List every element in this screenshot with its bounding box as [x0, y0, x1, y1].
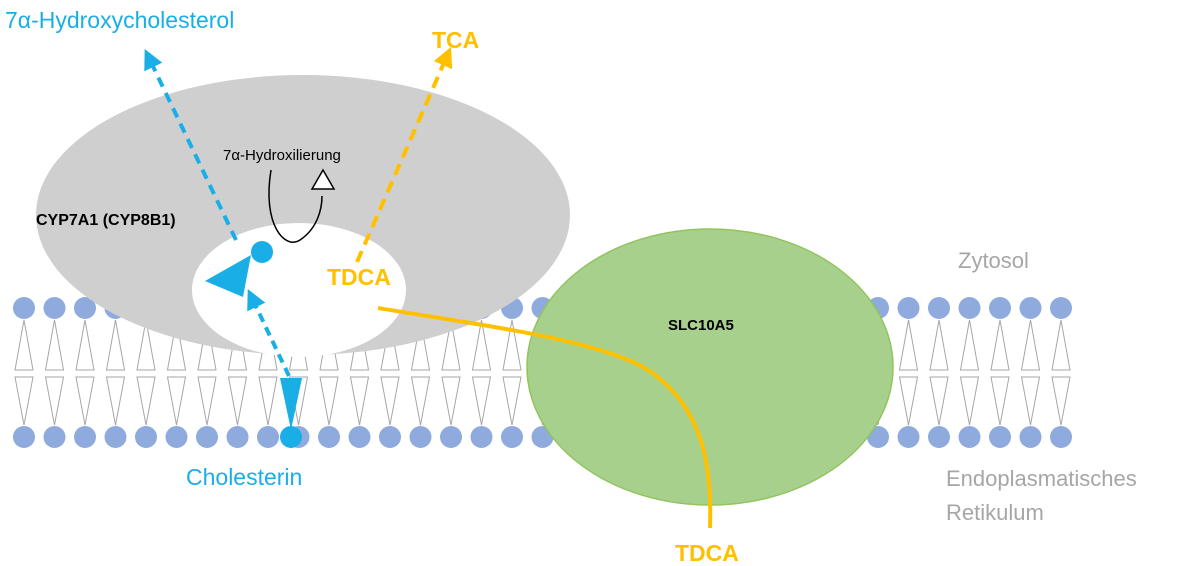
lipid-head-bottom	[1019, 426, 1042, 448]
lipid-head-bottom	[135, 426, 157, 448]
lipid-head-bottom	[897, 426, 920, 448]
lipid-head-bottom	[13, 426, 35, 448]
lipid-tail-bottom	[471, 376, 492, 426]
lipid-tail-top	[471, 319, 492, 371]
lipid-head-top	[1019, 297, 1042, 319]
lipid-tail-top	[105, 319, 126, 371]
lipid-tail-bottom	[990, 376, 1010, 426]
lipid-tail-top	[166, 319, 187, 371]
lipid-tail-top	[990, 319, 1010, 371]
lipid-head-bottom	[470, 426, 493, 448]
lipid-tail-bottom	[380, 376, 400, 426]
label-tca: TCA	[432, 27, 479, 53]
lipid-head-top	[1050, 297, 1072, 319]
lipid-tail-bottom	[502, 376, 522, 426]
lipid-tail-bottom	[1020, 376, 1041, 426]
lipid-tail-bottom	[410, 376, 431, 426]
lipid-tail-bottom	[227, 376, 248, 426]
lipid-tail-bottom	[105, 376, 126, 426]
lipid-head-bottom	[928, 426, 950, 448]
lipid-head-top	[928, 297, 950, 319]
lipid-head-bottom	[257, 426, 279, 448]
lipid-tail-bottom	[75, 376, 95, 426]
cholesterol-molecule-bound	[205, 241, 273, 297]
lipid-tail-top	[898, 319, 919, 371]
lipid-tail-bottom	[197, 376, 217, 426]
lipid-head-top	[897, 297, 920, 319]
lipid-tail-bottom	[319, 376, 339, 426]
lipid-tail-top	[502, 319, 522, 371]
lipid-head-bottom	[409, 426, 432, 448]
lipid-head-bottom	[440, 426, 462, 448]
lipid-tail-bottom	[929, 376, 949, 426]
lipid-head-bottom	[348, 426, 371, 448]
label-zytosol: Zytosol	[958, 248, 1029, 273]
lipid-head-bottom	[196, 426, 218, 448]
lipid-tail-top	[44, 319, 65, 371]
lipid-tail-bottom	[166, 376, 187, 426]
label-er-line1: Endoplasmatisches	[946, 466, 1137, 491]
label-slc10a5: SLC10A5	[668, 317, 734, 334]
lipid-head-top	[958, 297, 981, 319]
lipid-head-bottom	[165, 426, 188, 448]
lipid-head-bottom	[43, 426, 66, 448]
lipid-tail-bottom	[14, 376, 34, 426]
lipid-tail-bottom	[959, 376, 980, 426]
lipid-tail-bottom	[898, 376, 919, 426]
lipid-tail-bottom	[1051, 376, 1071, 426]
lipid-tail-bottom	[258, 376, 278, 426]
lipid-tail-top	[136, 319, 156, 371]
lipid-head-bottom	[318, 426, 340, 448]
lipid-tail-top	[441, 319, 461, 371]
lipid-tail-bottom	[441, 376, 461, 426]
lipid-tail-top	[1020, 319, 1041, 371]
lipid-tail-top	[75, 319, 95, 371]
lipid-head-top	[13, 297, 35, 319]
lipid-head-bottom	[958, 426, 981, 448]
lipid-tail-top	[1051, 319, 1071, 371]
lipid-head-top	[989, 297, 1011, 319]
label-cholesterin: Cholesterin	[186, 464, 302, 490]
lipid-head-bottom	[989, 426, 1011, 448]
lipid-head-bottom	[104, 426, 127, 448]
active-site-pocket	[192, 223, 406, 357]
slc10a5-transporter	[526, 228, 894, 506]
lipid-tail-bottom	[349, 376, 370, 426]
cyp-enzyme-ellipse	[36, 75, 570, 355]
label-tdca-bottom: TDCA	[675, 540, 739, 566]
tdca-transport-path	[377, 306, 713, 529]
cholesterol-molecule-membrane	[280, 378, 302, 448]
hydroxylation-reaction-arrow	[268, 169, 323, 243]
lipid-tail-top	[959, 319, 980, 371]
label-tdca-inside: TDCA	[327, 264, 391, 290]
label-cyp7a1-cyp8b1: CYP7A1 (CYP8B1)	[36, 212, 176, 229]
lipid-tail-top	[14, 319, 34, 371]
lipid-head-top	[43, 297, 66, 319]
lipid-head-bottom	[379, 426, 401, 448]
lipid-head-bottom	[1050, 426, 1072, 448]
label-7a-hydroxycholesterol: 7α-Hydroxycholesterol	[5, 7, 234, 33]
lipid-tail-top	[410, 319, 431, 371]
lipid-head-top	[74, 297, 96, 319]
lipid-tail-bottom	[44, 376, 65, 426]
lipid-head-bottom	[74, 426, 96, 448]
label-er-line2: Retikulum	[946, 500, 1044, 525]
lipid-tail-bottom	[136, 376, 156, 426]
lipid-head-bottom	[501, 426, 523, 448]
lipid-head-bottom	[226, 426, 249, 448]
lipid-tail-top	[929, 319, 949, 371]
label-7a-hydroxylation: 7α-Hydroxilierung	[223, 147, 341, 164]
hydroxylation-arrowhead	[310, 168, 336, 190]
